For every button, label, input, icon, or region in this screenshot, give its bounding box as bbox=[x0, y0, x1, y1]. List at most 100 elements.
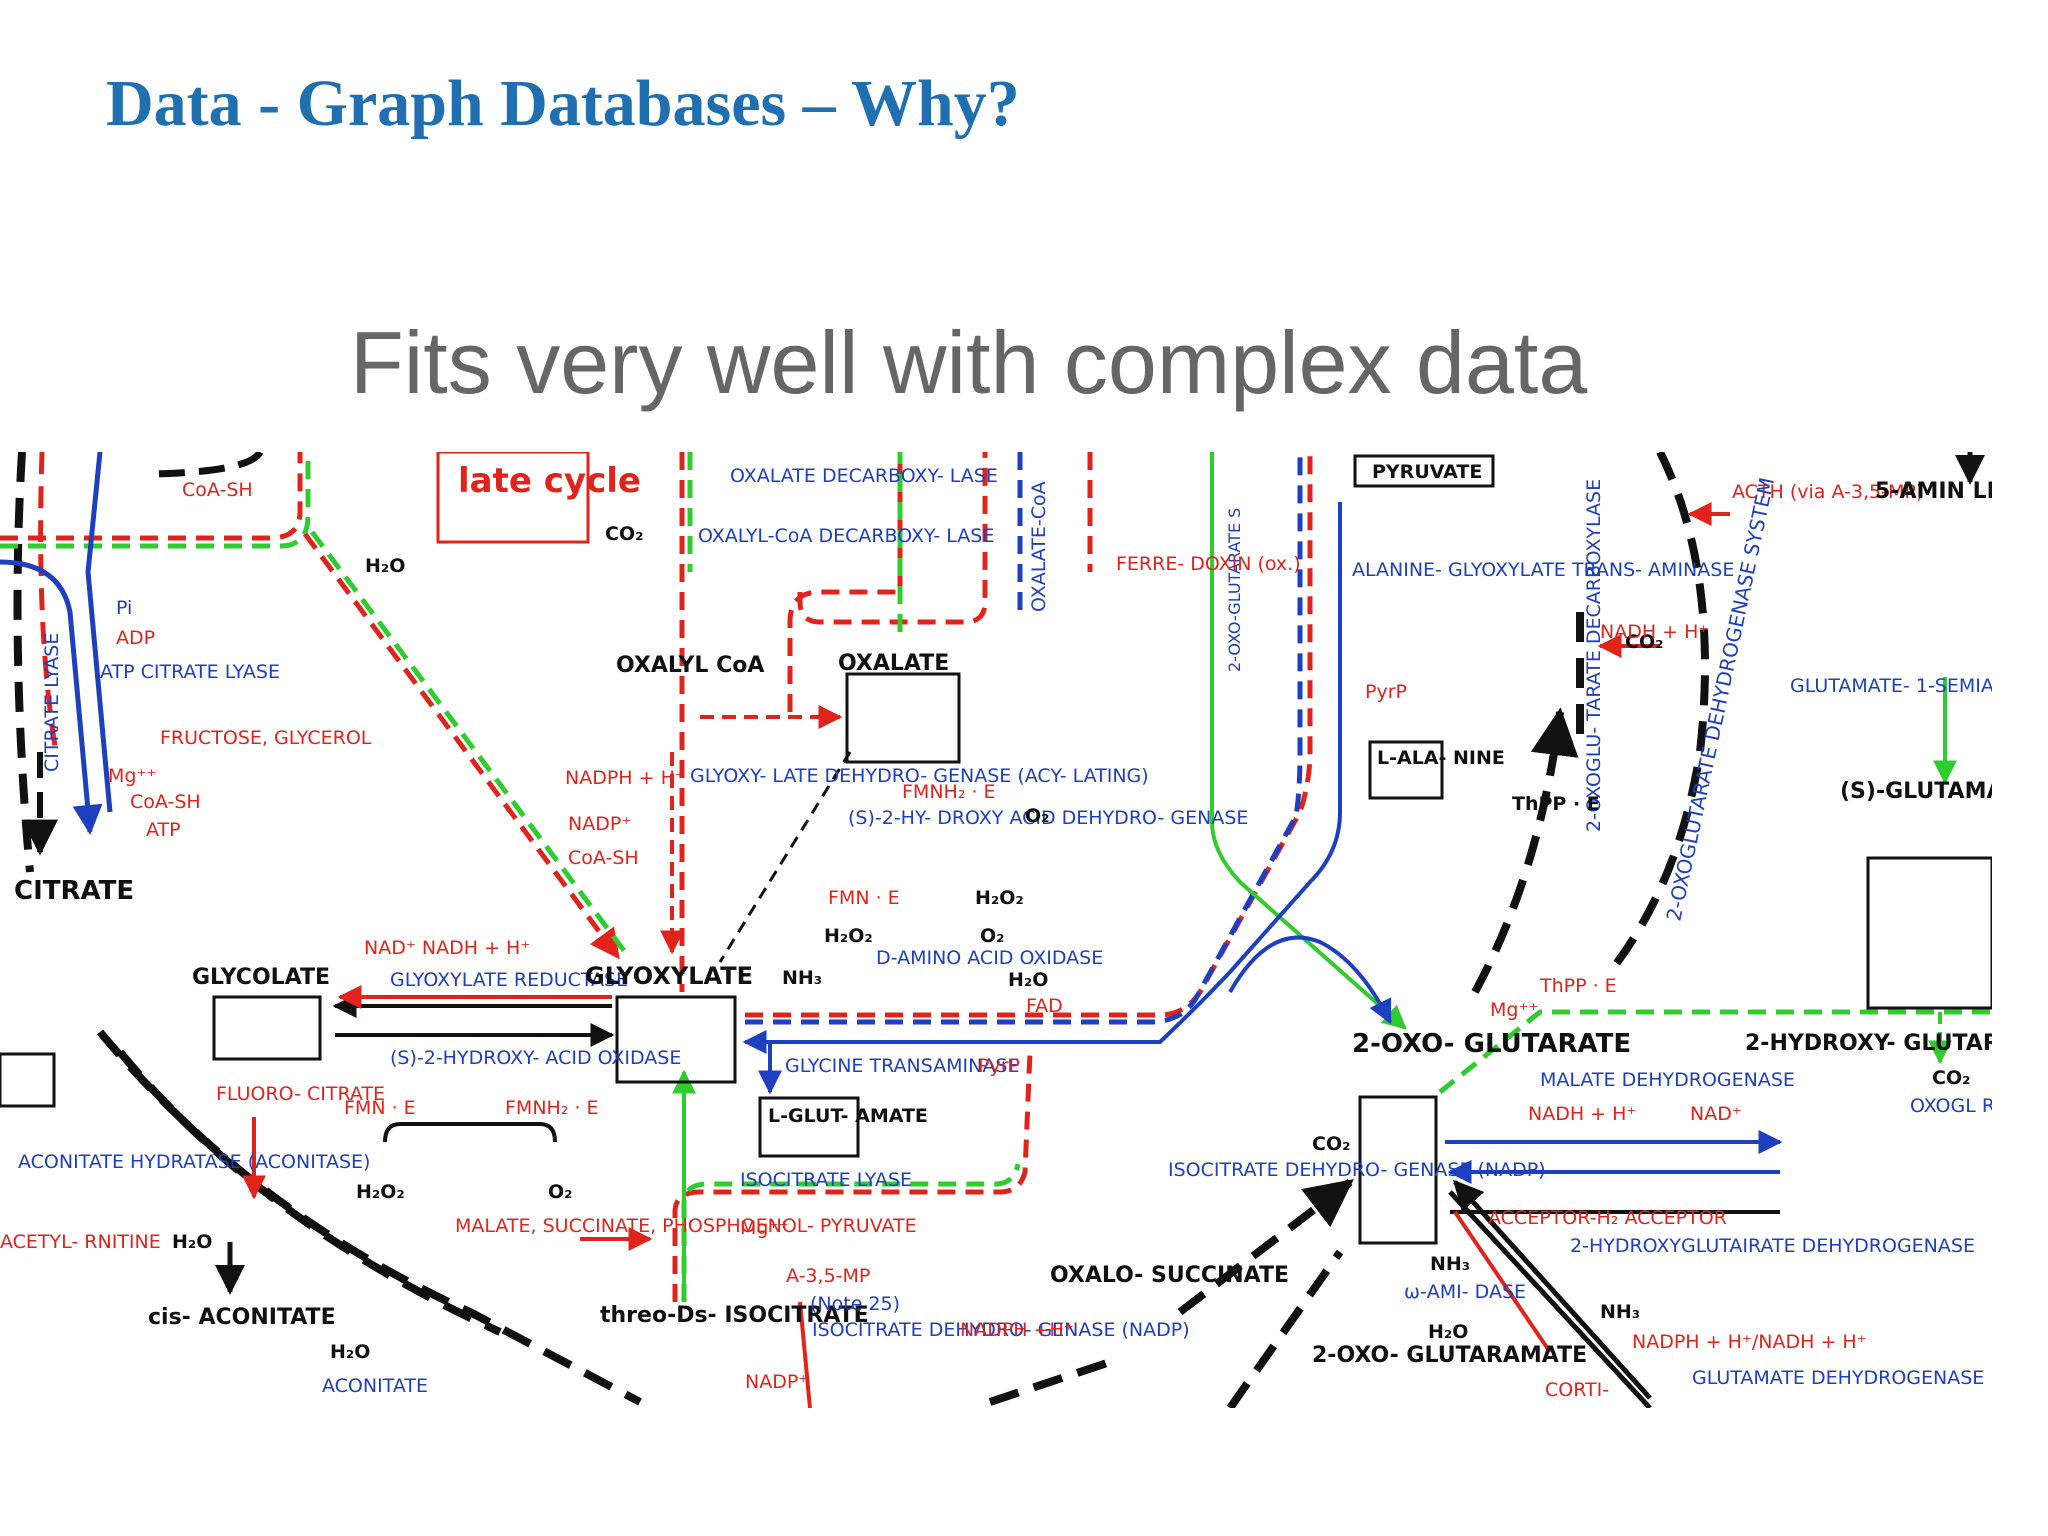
label-oxoglutarate-decarboxylase: 2-OXOGLU- TARATE DECARBOXYLASE bbox=[1583, 479, 1605, 832]
label-l-alanine: L-ALA- NINE bbox=[1377, 747, 1505, 769]
label-citrate: CITRATE bbox=[14, 876, 134, 906]
label-thpp-e-low: ThPP · E bbox=[1539, 975, 1617, 997]
pyruvate-box bbox=[1353, 454, 1495, 488]
label-oxoglutarate-dh-right: OXOGL RATE DI BOXYI bbox=[1910, 1095, 1992, 1117]
green-solid-oxoglutarate bbox=[1210, 452, 1407, 1030]
label-coa-sh-mid: CoA-SH bbox=[568, 847, 639, 869]
label-isocitrate-dh-nadp: ISOCITRATE DEHYDRO- GENASE (NADP) bbox=[812, 1319, 1190, 1341]
label-glyoxylate-dehydrogenase: GLYOXY- LATE DEHYDRO- GENASE (ACY- LATIN… bbox=[690, 765, 1149, 787]
label-o2-low: O₂ bbox=[548, 1181, 572, 1203]
black-oxidase-bracket bbox=[383, 1122, 557, 1143]
label-pyrp-mid: PyrP bbox=[978, 1055, 1020, 1077]
label-co2-oxalo: CO₂ bbox=[1312, 1133, 1350, 1155]
l-glutamate-box bbox=[758, 1096, 860, 1158]
label-a35mp: A-3,5-MP bbox=[786, 1265, 870, 1287]
label-amino-levulin: 5-AMIN LEVULIN bbox=[1875, 479, 1992, 504]
label-coa-sh-left: CoA-SH bbox=[130, 791, 201, 813]
red-green-dashed-top bbox=[0, 452, 303, 541]
label-nh3-right: NH₃ bbox=[1600, 1301, 1640, 1323]
label-nadph-h: NADPH + H⁺ bbox=[565, 767, 685, 789]
label-fmn-e-top: FMN · E bbox=[828, 887, 900, 909]
black-dashed-left-arc-1 bbox=[13, 452, 34, 873]
label-nadph-plus: NADPH +H⁺ bbox=[960, 1319, 1074, 1341]
label-nadph-nadh: NADPH + H⁺/NADH + H⁺ bbox=[1632, 1331, 1867, 1353]
glyoxylate-box bbox=[615, 995, 737, 1084]
red-dashed-diagonal bbox=[302, 532, 621, 960]
green-dashed-top bbox=[0, 452, 311, 549]
carnitine-box bbox=[0, 1052, 56, 1108]
pathway-svg: late cycle CoA-SH H₂O CO₂ OXALATE DECARB… bbox=[0, 452, 1992, 1408]
label-pi: Pi bbox=[116, 597, 132, 619]
black-dashed-oxalosuccinate bbox=[1177, 1178, 1354, 1316]
label-nad: NAD⁺ bbox=[1690, 1103, 1742, 1125]
red-isocitrate-dh bbox=[798, 1301, 812, 1408]
blue-solid-pyruvate-route bbox=[742, 502, 1342, 1054]
green-dashed-diagonal bbox=[309, 530, 628, 954]
label-ferredoxin: FERRE- DOXIN (ox.) bbox=[1116, 553, 1301, 575]
label-malate-succinate: MALATE, SUCCINATE, PHOSPHOENOL- PYRUVATE bbox=[455, 1215, 917, 1237]
glycolate-box bbox=[212, 995, 322, 1061]
label-cis-aconitate: cis- ACONITATE bbox=[148, 1305, 336, 1330]
label-atp: ATP bbox=[146, 819, 181, 841]
label-h2o-top: H₂O bbox=[365, 555, 405, 577]
label-note25: (Note 25) bbox=[810, 1293, 900, 1315]
label-aminomutase: GLUTAMATE- 1-SEMIALDE- HYDE-2,1- AMINOMU… bbox=[1790, 675, 1992, 697]
label-glyoxylate-reductase: GLYOXYLATE REDUCTASE bbox=[390, 969, 628, 991]
black-glutamate-diag-1 bbox=[1448, 1190, 1652, 1408]
red-dashed-oxalate-loop-2 bbox=[787, 452, 903, 712]
blue-citrate-lyase-1 bbox=[0, 559, 103, 835]
label-glutamate-dh: GLUTAMATE DEHYDROGENASE bbox=[1692, 1367, 1984, 1389]
label-oxalate: OXALATE bbox=[838, 651, 949, 676]
label-oxalosuccinate: OXALO- SUCCINATE bbox=[1050, 1263, 1289, 1288]
label-oxalate-decarboxylase: OXALATE DECARBOXY- LASE bbox=[730, 465, 998, 487]
label-h2o2-mid: H₂O₂ bbox=[824, 925, 873, 947]
label-oxoglutaramate: 2-OXO- GLUTARAMATE bbox=[1312, 1343, 1587, 1368]
label-nad-nadh: NAD⁺ NADH + H⁺ bbox=[364, 937, 530, 959]
black-dashed-oxoglutaramate bbox=[1226, 1249, 1344, 1408]
label-fluorocitrate: FLUORO- CITRATE bbox=[216, 1083, 385, 1105]
slide-subtitle: Fits very well with complex data bbox=[350, 313, 1588, 412]
label-fmn-e-mid: FMN · E bbox=[344, 1097, 416, 1119]
label-o2-top: O₂ bbox=[1025, 805, 1049, 827]
label-mg-left: Mg⁺⁺ bbox=[108, 765, 157, 787]
label-fmnh2-e-mid: FMNH₂ · E bbox=[505, 1097, 599, 1119]
label-oxalyl-coa-decarboxylase: OXALYL-CoA DECARBOXY- LASE bbox=[698, 525, 994, 547]
black-dashed-oxoglutarate-arc bbox=[1471, 707, 1579, 994]
label-atp-citrate-lyase: ATP CITRATE LYASE bbox=[100, 661, 280, 683]
label-fructose-glycerol: FRUCTOSE, GLYCEROL bbox=[160, 727, 372, 749]
label-glycolate: GLYCOLATE bbox=[192, 965, 330, 990]
label-late-cycle: late cycle bbox=[458, 461, 641, 501]
label-hydroxyglutarate: 2-HYDROXY- GLUTARATE bbox=[1745, 1031, 1992, 1056]
label-hydroxy-acid-oxidase: (S)-2-HYDROXY- ACID OXIDASE bbox=[390, 1047, 681, 1069]
label-glycine-transaminase: GLYCINE TRANSAMINASE bbox=[785, 1055, 1019, 1077]
oxoglutarate-struct-box bbox=[1358, 1095, 1438, 1245]
label-h2o-amidase: H₂O bbox=[1428, 1321, 1468, 1343]
label-adp: ADP bbox=[116, 627, 155, 649]
label-hydroxy-acid-dh: (S)-2-HY- DROXY ACID DEHYDRO- GENASE bbox=[848, 807, 1248, 829]
label-aconitate: ACONITATE bbox=[322, 1375, 428, 1397]
label-pyrp-top: PyrP bbox=[1365, 681, 1407, 703]
label-acceptor: ACCEPTOR-H₂ ACCEPTOR bbox=[1488, 1207, 1727, 1229]
black-dashed-isocitrate-oxalo bbox=[988, 1358, 1112, 1406]
blue-citrate-lyase-2 bbox=[85, 452, 113, 813]
pathway-labels: late cycle CoA-SH H₂O CO₂ OXALATE DECARB… bbox=[0, 461, 1992, 1401]
label-alanine-glyoxylate: ALANINE- GLYOXYLATE TRANS- AMINASE bbox=[1352, 559, 1734, 581]
label-mg-low: Mg⁺⁺ bbox=[740, 1217, 789, 1239]
black-glutamate-diag-2 bbox=[1452, 1179, 1652, 1400]
label-fad: FAD bbox=[1026, 995, 1063, 1017]
label-oxalyl-coa: OXALYL CoA bbox=[616, 653, 764, 678]
black-dashed-right-arc bbox=[1606, 452, 1709, 975]
blue-dashed-big-route bbox=[745, 452, 1303, 1025]
label-oxalate-coa-vertical: OXALATE-CoA bbox=[1028, 481, 1050, 612]
label-h2o-low: H₂O bbox=[330, 1341, 370, 1363]
semialdehyde-struct-box bbox=[1866, 856, 1992, 1010]
label-omega-amidase: ω-AMI- DASE bbox=[1404, 1281, 1526, 1303]
label-oxoglutarate: 2-OXO- GLUTARATE bbox=[1352, 1029, 1631, 1059]
label-nh3-mid: NH₃ bbox=[782, 967, 822, 989]
label-h2o-left: H₂O bbox=[172, 1231, 212, 1253]
label-hydroxyglutarate-dh: 2-HYDROXYGLUTAIRATE DEHYDROGENASE bbox=[1570, 1235, 1975, 1257]
black-dashed-citrate-down bbox=[96, 1029, 642, 1406]
metabolic-pathway-diagram: late cycle CoA-SH H₂O CO₂ OXALATE DECARB… bbox=[0, 452, 1992, 1408]
label-glyoxylate: GLYOXYLATE bbox=[585, 962, 753, 990]
oxalate-box bbox=[845, 672, 961, 764]
